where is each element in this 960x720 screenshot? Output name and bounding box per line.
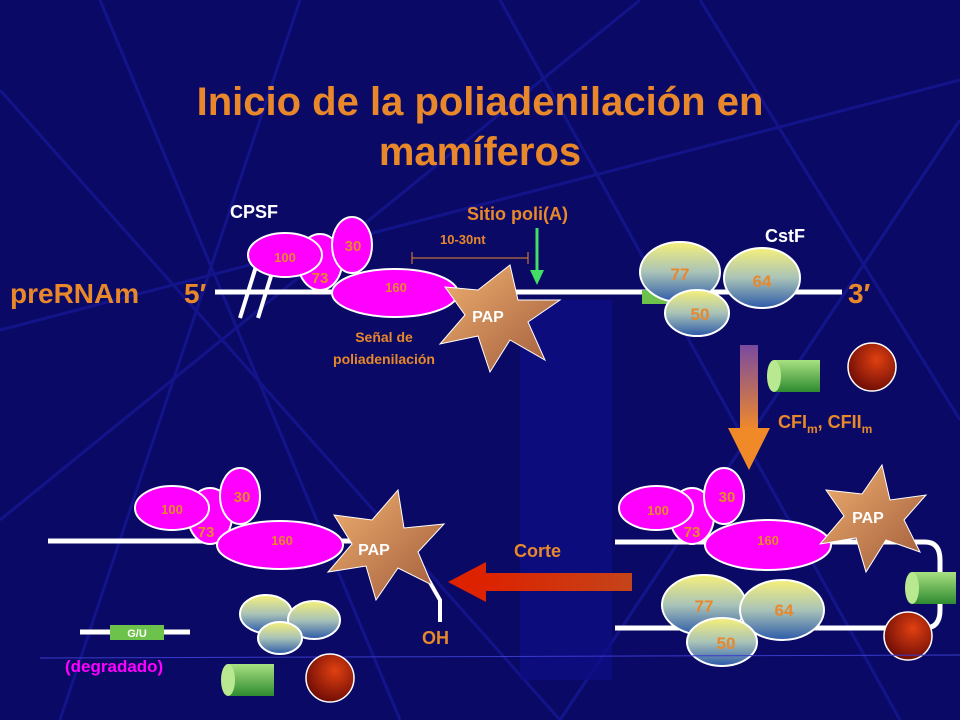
cpsf-160-left xyxy=(216,520,344,570)
cpsf-label: CPSF xyxy=(230,202,278,222)
pap-star-top xyxy=(438,264,562,374)
cpsf-100-right xyxy=(618,485,694,531)
cstf-64-right xyxy=(739,579,825,641)
oh-label: OH xyxy=(422,628,449,648)
cpsf-160-label-left: 160 xyxy=(271,533,293,548)
rna-break-left xyxy=(238,259,260,319)
cstf-50-label-top: 50 xyxy=(691,305,710,324)
cpsf-30-top xyxy=(331,216,373,274)
cpsf-30-label-right: 30 xyxy=(719,489,736,506)
cstf-77-label-top: 77 xyxy=(671,265,690,284)
cfi-cylinder-cap-bottom xyxy=(221,664,235,696)
cfi-cylinder-bottom xyxy=(228,664,274,696)
cpsf-30-label-top: 30 xyxy=(345,238,362,255)
cpsf-100-top xyxy=(247,232,323,278)
senal-label-line2: poliadenilación xyxy=(333,351,435,367)
spacing-bracket xyxy=(411,252,529,264)
cpsf-73-label-left: 73 xyxy=(198,524,215,541)
corte-label: Corte xyxy=(514,541,561,561)
pap-label-right: PAP xyxy=(852,510,884,527)
cfii-ball-right xyxy=(883,611,933,661)
cpsf-73-label-top: 73 xyxy=(312,270,329,287)
cpsf-100-left xyxy=(134,485,210,531)
cfii-ball-bottom xyxy=(305,653,355,703)
sitio-arrow-head xyxy=(530,270,544,285)
sitio-label: Sitio poli(A) xyxy=(467,204,568,224)
cstf-50-right xyxy=(686,617,758,667)
cstf-64-label-top: 64 xyxy=(753,272,772,291)
title-line2: mamíferos xyxy=(379,130,581,174)
spacing-label: 10-30nt xyxy=(440,232,486,247)
gu-label: G/U xyxy=(127,628,147,640)
cstf-free-2 xyxy=(287,600,341,640)
cpsf-30-right xyxy=(703,467,745,525)
cstf-label: CstF xyxy=(765,226,805,246)
cstf-50-top xyxy=(664,289,730,337)
cfii-ball-top xyxy=(847,342,897,392)
cfi-cylinder-cap-top xyxy=(767,360,781,392)
cpsf-100-label-left: 100 xyxy=(161,502,183,517)
cfi-cylinder-top xyxy=(774,360,820,392)
five-prime-label: 5′ xyxy=(184,278,207,309)
cpsf-160-right xyxy=(704,519,832,571)
cfi-cylinder-cap-right xyxy=(905,572,919,604)
pap-label-top: PAP xyxy=(472,309,504,326)
cstf-64-label-right: 64 xyxy=(775,601,794,620)
process-arrow-head xyxy=(728,428,770,470)
cstf-64-top xyxy=(723,247,801,309)
prerna-label: preRNAm xyxy=(10,278,139,309)
pap-star-left xyxy=(326,488,446,602)
cpsf-73-label-right: 73 xyxy=(684,524,701,541)
cpsf-160-label-right: 160 xyxy=(757,533,779,548)
cpsf-100-label-top: 100 xyxy=(274,250,296,265)
title-line1: Inicio de la poliadenilación en xyxy=(197,80,764,124)
cfi-label: CFIm, CFIIm xyxy=(778,412,872,436)
degradado-label: (degradado) xyxy=(65,657,163,676)
cpsf-30-left xyxy=(219,467,261,525)
cut-arrow-shaft xyxy=(482,573,632,591)
cfi-cylinder-right xyxy=(912,572,956,604)
pap-star-right xyxy=(818,463,928,574)
cpsf-100-label-right: 100 xyxy=(647,503,669,518)
process-arrow-shaft xyxy=(740,345,758,430)
cstf-50-label-right: 50 xyxy=(717,634,736,653)
cpsf-160-label-top: 160 xyxy=(385,280,407,295)
cpsf-30-label-left: 30 xyxy=(234,489,251,506)
bottom-baseline xyxy=(39,654,960,659)
cut-arrow-head xyxy=(448,562,486,602)
senal-label-line1: Señal de xyxy=(355,329,413,345)
cstf-free-3 xyxy=(257,621,303,655)
cstf-77-label-right: 77 xyxy=(695,597,714,616)
gu-element-bottom xyxy=(110,625,164,640)
pap-label-left: PAP xyxy=(358,542,390,559)
background-panel xyxy=(520,300,612,680)
three-prime-label: 3′ xyxy=(848,278,871,309)
